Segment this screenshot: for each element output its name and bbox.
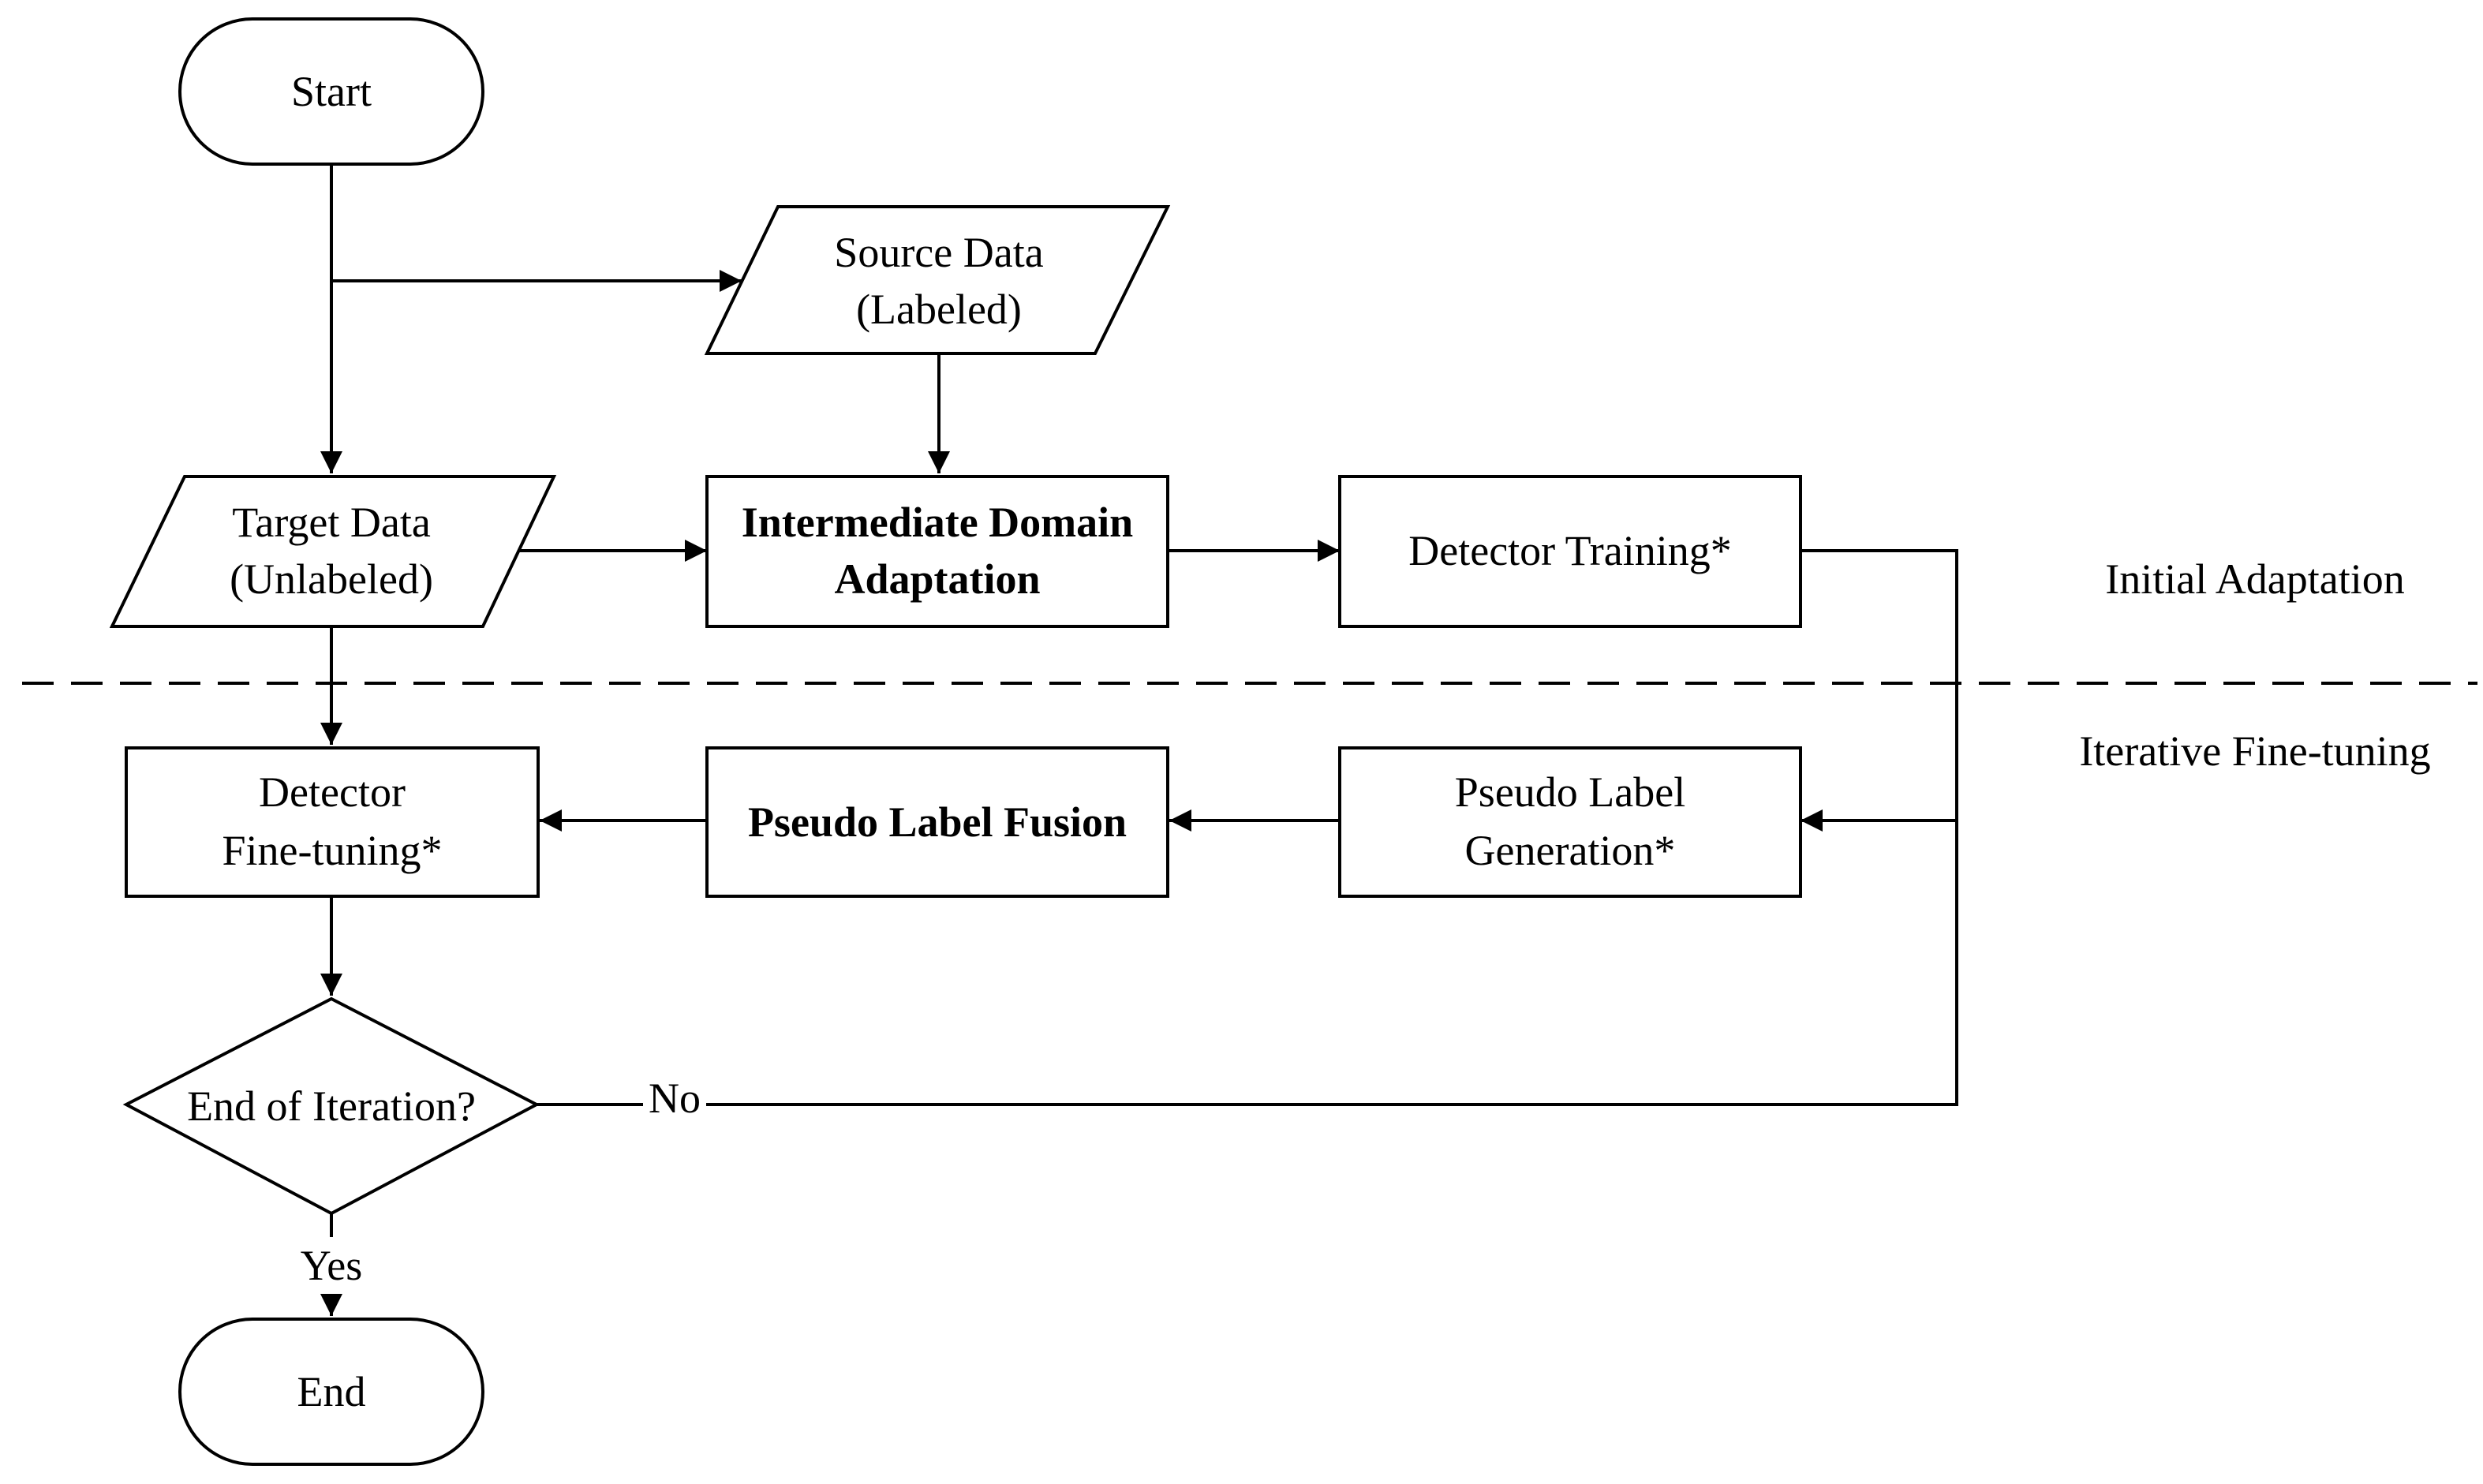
target-data-label-line1: Target Data: [232, 499, 431, 546]
pseudo-label-fusion-box: [705, 746, 1169, 898]
intermediate-label-line1: Intermediate Domain: [742, 499, 1133, 546]
connector-training-to-bus: [1801, 549, 1958, 1105]
pseudo-label-generation-label-line1: Pseudo Label: [1455, 768, 1685, 816]
pseudo-label-generation-box: [1338, 746, 1802, 898]
pseudo-label-fusion-label: Pseudo Label Fusion: [748, 798, 1127, 846]
iterative-finetuning-label: Iterative Fine-tuning: [2079, 727, 2430, 775]
start-label: Start: [291, 68, 372, 115]
end-of-iteration-decision: [122, 996, 540, 1216]
end-terminal: [178, 1318, 484, 1466]
decision-label: End of Iteration?: [187, 1082, 476, 1130]
detector-finetuning-box: [125, 746, 540, 898]
end-label: End: [297, 1368, 366, 1415]
target-data-label-line2: (Unlabeled): [230, 555, 433, 603]
pseudo-label-generation-label-line2: Generation*: [1465, 827, 1676, 874]
intermediate-label-line2: Adaptation: [834, 555, 1040, 603]
detector-finetuning-label-line1: Detector: [259, 768, 406, 816]
detector-finetuning-label-line2: Fine-tuning*: [222, 827, 443, 874]
intermediate-domain-adaptation-box: [705, 475, 1169, 628]
yes-branch-label: Yes: [301, 1242, 363, 1289]
source-data-label-line1: Source Data: [834, 229, 1043, 276]
no-branch-label: No: [649, 1075, 701, 1122]
source-data-input: [704, 205, 1171, 355]
detector-training-box: [1338, 475, 1802, 628]
initial-adaptation-label: Initial Adaptation: [2105, 555, 2404, 603]
detector-training-label: Detector Training*: [1408, 527, 1731, 574]
target-data-input: [109, 475, 557, 628]
source-data-label-line2: (Labeled): [856, 286, 1022, 333]
start-terminal: [178, 17, 484, 166]
